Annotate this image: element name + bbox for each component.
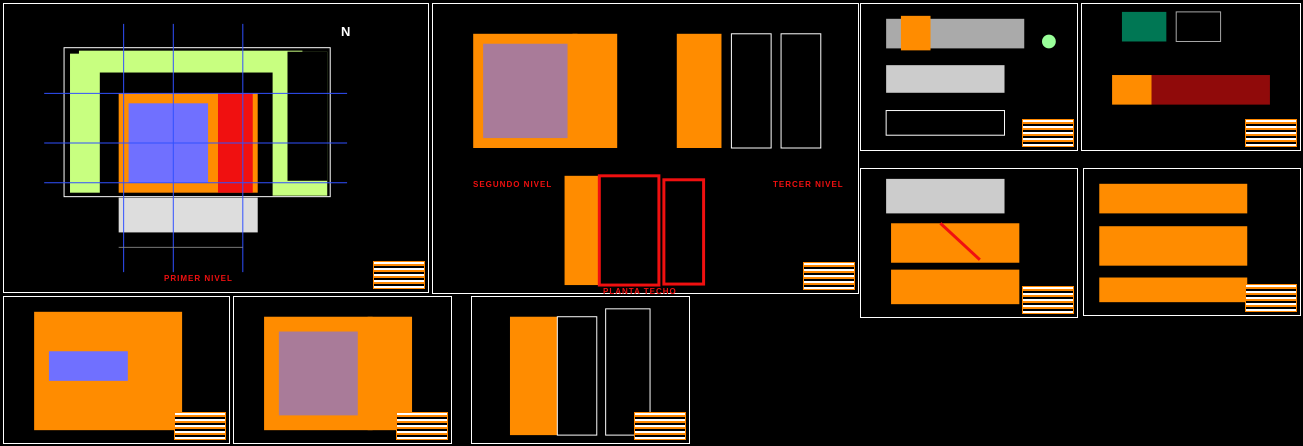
- title-block: [396, 412, 448, 440]
- sheet-cuadros[interactable]: [1081, 3, 1301, 151]
- sheet-plano-8[interactable]: [233, 296, 452, 444]
- sheet-title-segundo: SEGUNDO NIVEL: [473, 180, 553, 189]
- sheet-plano-9[interactable]: [471, 296, 690, 444]
- sheet-title-tercer: TERCER NIVEL: [773, 180, 844, 189]
- title-block: [1245, 119, 1297, 147]
- floor-plans-drawing: [473, 33, 822, 287]
- sections-drawing: [1099, 183, 1248, 303]
- elevations-drawing: [885, 15, 1056, 136]
- sheet-segundo-tercer[interactable]: SEGUNDO NIVEL TERCER NIVEL PLANTA TECHO: [432, 3, 859, 296]
- sheet-primer-nivel[interactable]: N PRIMER NIVEL: [3, 3, 429, 293]
- sheet-title-techo: PLANTA TECHO: [603, 287, 677, 296]
- title-block: [373, 261, 425, 289]
- title-block: [634, 412, 686, 440]
- sections-drawing: [886, 178, 1020, 305]
- site-plan-drawing: [44, 23, 348, 273]
- title-block: [1022, 286, 1074, 314]
- tables-drawing: [1112, 11, 1270, 105]
- title-block: [174, 412, 226, 440]
- sheet-plano-7[interactable]: [3, 296, 230, 444]
- north-arrow-icon: N: [341, 24, 351, 39]
- title-block: [1022, 119, 1074, 147]
- floor-plan-drawing: [509, 308, 651, 436]
- sheet-elevaciones-1[interactable]: [860, 3, 1078, 151]
- floor-plan-drawing: [34, 311, 183, 431]
- title-block: [1245, 284, 1297, 312]
- sheet-title: PRIMER NIVEL: [164, 274, 233, 283]
- sheet-cortes-1[interactable]: [860, 168, 1078, 318]
- sheet-cortes-2[interactable]: [1083, 168, 1301, 316]
- title-block: [803, 262, 855, 290]
- floor-plan-drawing: [264, 316, 413, 431]
